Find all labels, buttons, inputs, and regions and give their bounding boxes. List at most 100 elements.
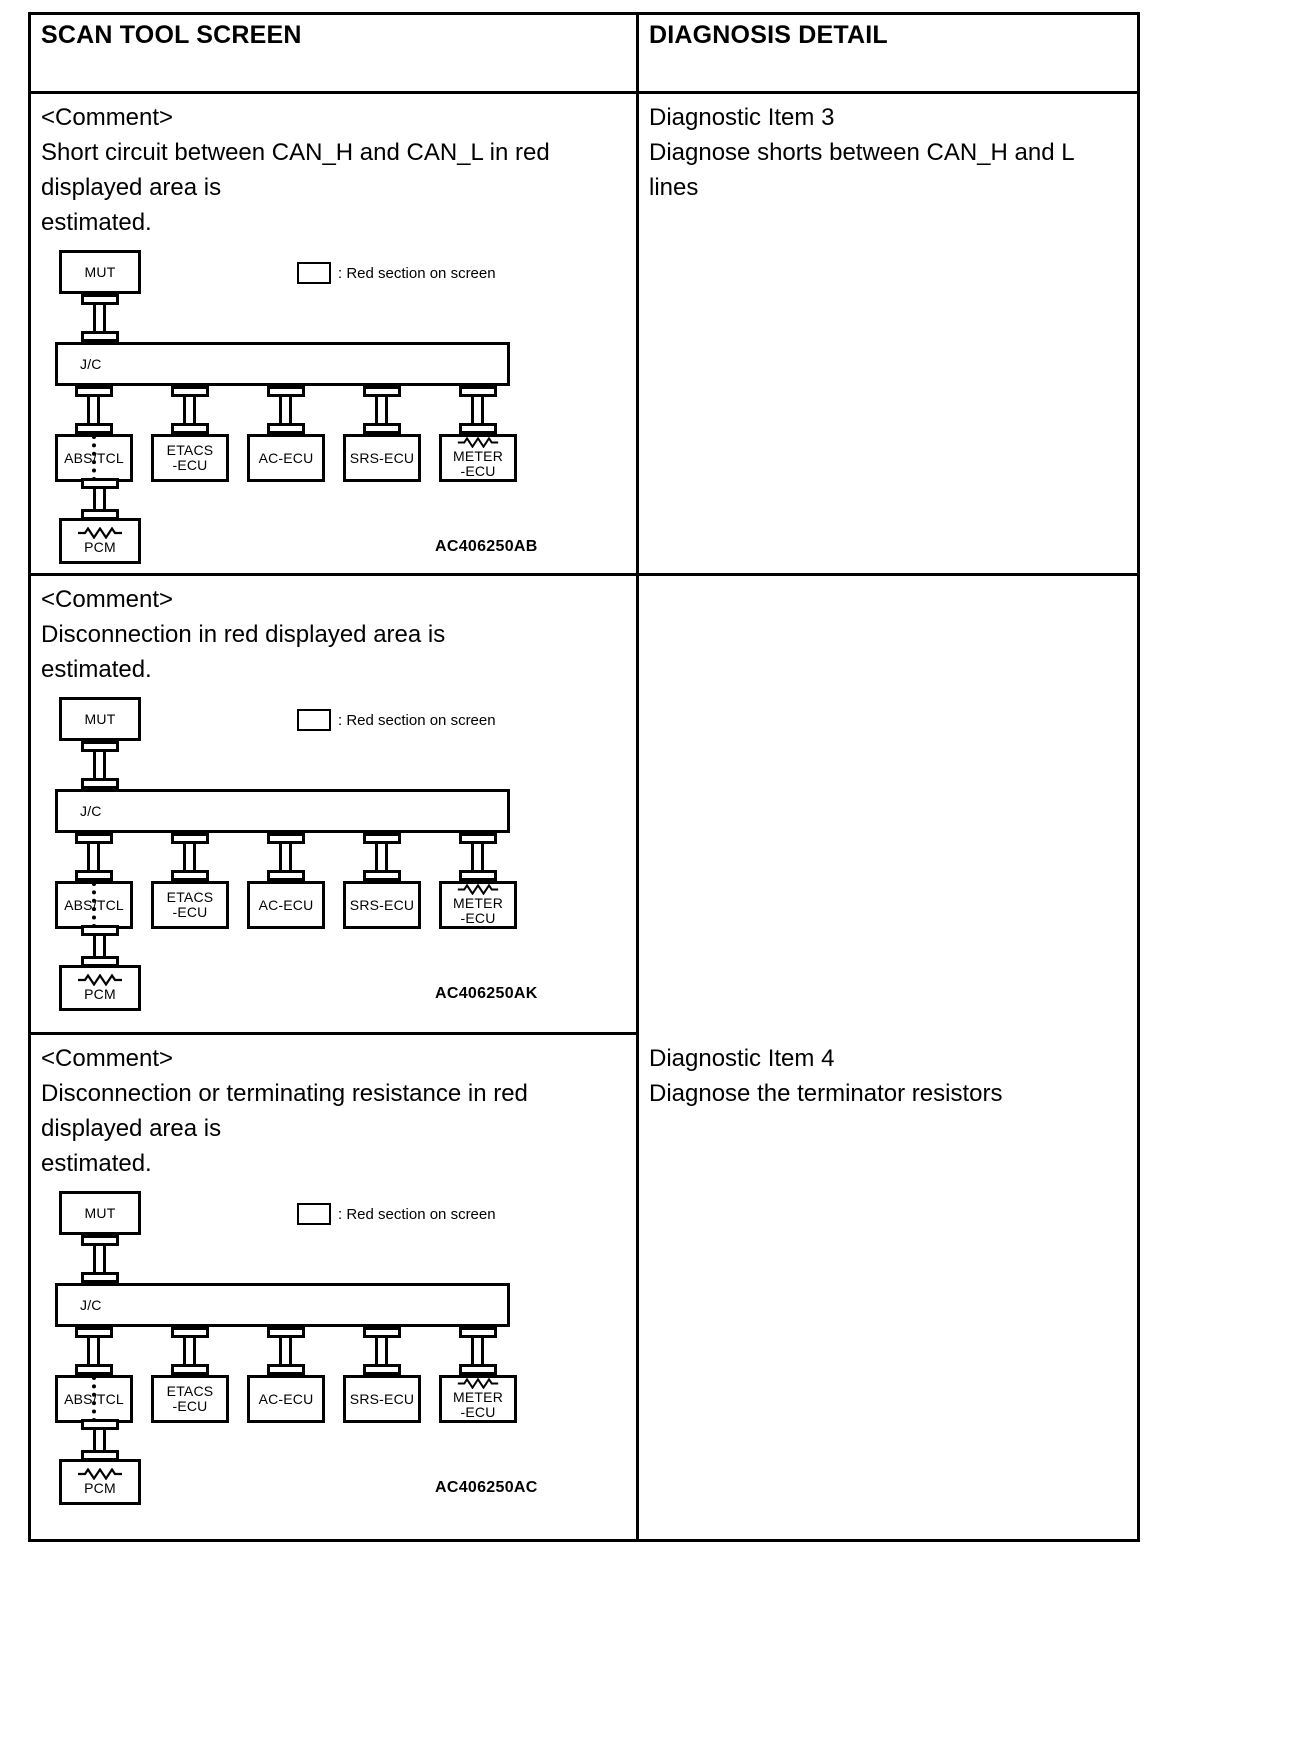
scan-tool-box-label: MUT (84, 710, 116, 727)
header-cell-diagnosis-detail: DIAGNOSIS DETAIL (639, 15, 1137, 91)
connector-tab-jc-top (81, 331, 119, 342)
connector-tab-pcm-top (81, 509, 119, 520)
connector-tab-jc-bottom-2 (267, 386, 305, 397)
ecu-box-etacs-ecu-label: ETACS-ECU (166, 1383, 214, 1414)
connector-tab-jc-bottom-3 (363, 1327, 401, 1338)
wire-jc-to-ecu-0 (87, 833, 100, 881)
comment-text-3: <Comment> Disconnection or terminating r… (41, 1045, 528, 1177)
scan-tool-box: MUT (59, 250, 141, 294)
diagnosis-detail-text-2 (639, 576, 1137, 582)
figure-code: AC406250AB (435, 538, 538, 555)
powertrain-control-module-box-label: PCM (84, 539, 116, 555)
connector-tab-jc-top (81, 778, 119, 789)
figure-code: AC406250AC (435, 1479, 538, 1496)
scan-tool-cell-1: <Comment> Short circuit between CAN_H an… (31, 94, 639, 576)
connector-tab-jc-bottom-1 (171, 1327, 209, 1338)
legend-label: : Red section on screen (338, 1205, 496, 1223)
wire-jc-to-ecu-1 (183, 1327, 196, 1375)
connector-tab-mut-bottom (81, 294, 119, 305)
table-header-row: SCAN TOOL SCREEN DIAGNOSIS DETAIL (31, 15, 1137, 94)
ecu-box-etacs-ecu-label: ETACS-ECU (166, 442, 214, 473)
wire-jc-to-ecu-3 (375, 833, 388, 881)
connector-tab-abs-bottom (81, 478, 119, 489)
wire-jc-to-ecu-3 (375, 386, 388, 434)
scan-tool-cell-3: <Comment> Disconnection or terminating r… (31, 1035, 639, 1539)
scan-tool-box-label: MUT (84, 1204, 116, 1221)
diagnosis-detail-text-1: Diagnostic Item 3 Diagnose shorts betwee… (649, 104, 1074, 201)
ecu-box-ac-ecu: AC-ECU (247, 881, 325, 929)
connector-tab-ecu-top-1 (171, 1364, 209, 1375)
diagnosis-cell-3: Diagnostic Item 4 Diagnose the terminato… (639, 1035, 1137, 1539)
connector-tab-jc-bottom-4 (459, 1327, 497, 1338)
resistor-icon (78, 527, 122, 539)
ecu-box-ac-ecu: AC-ECU (247, 1375, 325, 1423)
resistor-icon (78, 974, 122, 986)
ecu-box-meter-ecu-label: METER-ECU (453, 448, 503, 479)
abs-tcl-divider (92, 1376, 96, 1422)
connector-tab-ecu-top-0 (75, 1364, 113, 1375)
resistor-icon (457, 1378, 499, 1389)
wire-mut-to-jc (93, 294, 106, 342)
legend-red-section-swatch (297, 709, 331, 731)
abs-tcl-divider (92, 882, 96, 928)
connector-tab-jc-top (81, 1272, 119, 1283)
connector-tab-jc-bottom-1 (171, 386, 209, 397)
legend-label: : Red section on screen (338, 264, 496, 282)
diagnosis-detail-title: DIAGNOSIS DETAIL (649, 21, 888, 49)
ecu-box-meter-ecu-label: METER-ECU (453, 1389, 503, 1420)
ecu-box-ac-ecu-label: AC-ECU (258, 449, 314, 466)
junction-connector-box-label: J/C (80, 355, 102, 372)
legend-red-section-swatch (297, 262, 331, 284)
legend: : Red section on screen (297, 262, 496, 284)
ecu-box-srs-ecu-label: SRS-ECU (349, 896, 415, 913)
diagnosis-cell-1: Diagnostic Item 3 Diagnose shorts betwee… (639, 94, 1137, 576)
wire-jc-to-ecu-4 (471, 386, 484, 434)
junction-connector-box-label: J/C (80, 1296, 102, 1313)
wire-jc-to-ecu-2 (279, 1327, 292, 1375)
ecu-box-meter-ecu-label: METER-ECU (453, 895, 503, 926)
connector-tab-abs-bottom (81, 925, 119, 936)
ecu-box-meter-ecu: METER-ECU (439, 434, 517, 482)
powertrain-control-module-box-label: PCM (84, 986, 116, 1002)
connector-tab-pcm-top (81, 956, 119, 967)
connector-tab-jc-bottom-3 (363, 386, 401, 397)
powertrain-control-module-box: PCM (59, 518, 141, 564)
powertrain-control-module-box: PCM (59, 965, 141, 1011)
connector-tab-pcm-top (81, 1450, 119, 1461)
table-row: <Comment> Disconnection in red displayed… (31, 576, 1137, 1035)
powertrain-control-module-box-label: PCM (84, 1480, 116, 1496)
ecu-box-meter-ecu: METER-ECU (439, 881, 517, 929)
connector-tab-jc-bottom-2 (267, 1327, 305, 1338)
scan-tool-cell-2: <Comment> Disconnection in red displayed… (31, 576, 639, 1035)
ecu-box-etacs-ecu: ETACS-ECU (151, 434, 229, 482)
resistor-icon (78, 1468, 122, 1480)
wire-jc-to-ecu-2 (279, 833, 292, 881)
junction-connector-box-label: J/C (80, 802, 102, 819)
wire-mut-to-jc (93, 741, 106, 789)
connector-tab-ecu-top-3 (363, 1364, 401, 1375)
wire-mut-to-jc (93, 1235, 106, 1283)
connector-tab-ecu-top-3 (363, 870, 401, 881)
connector-tab-jc-bottom-3 (363, 833, 401, 844)
wire-jc-to-ecu-2 (279, 386, 292, 434)
connector-tab-ecu-top-3 (363, 423, 401, 434)
wire-jc-to-ecu-4 (471, 1327, 484, 1375)
ecu-box-etacs-ecu: ETACS-ECU (151, 881, 229, 929)
connector-tab-mut-bottom (81, 1235, 119, 1246)
connector-tab-jc-bottom-4 (459, 833, 497, 844)
comment-text-2: <Comment> Disconnection in red displayed… (41, 586, 446, 683)
ecu-box-srs-ecu-label: SRS-ECU (349, 449, 415, 466)
connector-tab-ecu-top-2 (267, 1364, 305, 1375)
connector-tab-jc-bottom-4 (459, 386, 497, 397)
ecu-box-etacs-ecu-label: ETACS-ECU (166, 889, 214, 920)
resistor-icon (457, 437, 499, 448)
legend-red-section-swatch (297, 1203, 331, 1225)
scan-tool-screen-title: SCAN TOOL SCREEN (41, 21, 302, 49)
ecu-box-srs-ecu: SRS-ECU (343, 434, 421, 482)
abs-tcl-divider (92, 435, 96, 481)
wire-jc-to-ecu-0 (87, 386, 100, 434)
wire-jc-to-ecu-4 (471, 833, 484, 881)
powertrain-control-module-box: PCM (59, 1459, 141, 1505)
ecu-box-meter-ecu: METER-ECU (439, 1375, 517, 1423)
